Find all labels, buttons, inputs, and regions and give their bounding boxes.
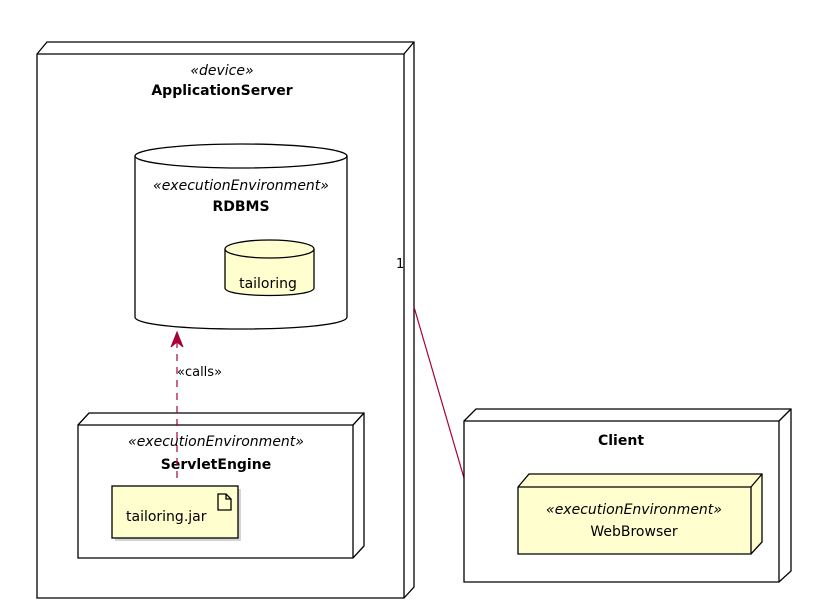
client-title: Client [598,433,644,449]
rdbms-database: «executionEnvironment» RDBMS [134,143,348,330]
artifact-icon [217,493,232,511]
tailoring-jar-artifact: tailoring.jar [111,485,241,541]
rdbms-title: RDBMS [212,199,269,215]
application-server-stereotype: «device» [190,63,253,79]
servlet-engine-title: ServletEngine [161,457,271,473]
calls-label: «calls» [177,365,222,380]
calls-dependency: «calls» [170,330,222,478]
rdbms-stereotype: «executionEnvironment» [153,178,329,194]
web-browser-label: WebBrowser [590,524,677,540]
calls-arrowhead [170,330,184,348]
web-browser-stereotype: «executionEnvironment» [546,502,722,518]
tailoring-jar-label: tailoring.jar [126,509,207,525]
servlet-engine-stereotype: «executionEnvironment» [128,434,304,450]
association-multiplicity-source: 1 [396,257,404,272]
tailoring-database: tailoring [224,239,315,297]
web-browser-node: «executionEnvironment» WebBrowser [517,473,763,555]
tailoring-database-label: tailoring [239,276,297,292]
application-server-title: ApplicationServer [151,83,292,99]
